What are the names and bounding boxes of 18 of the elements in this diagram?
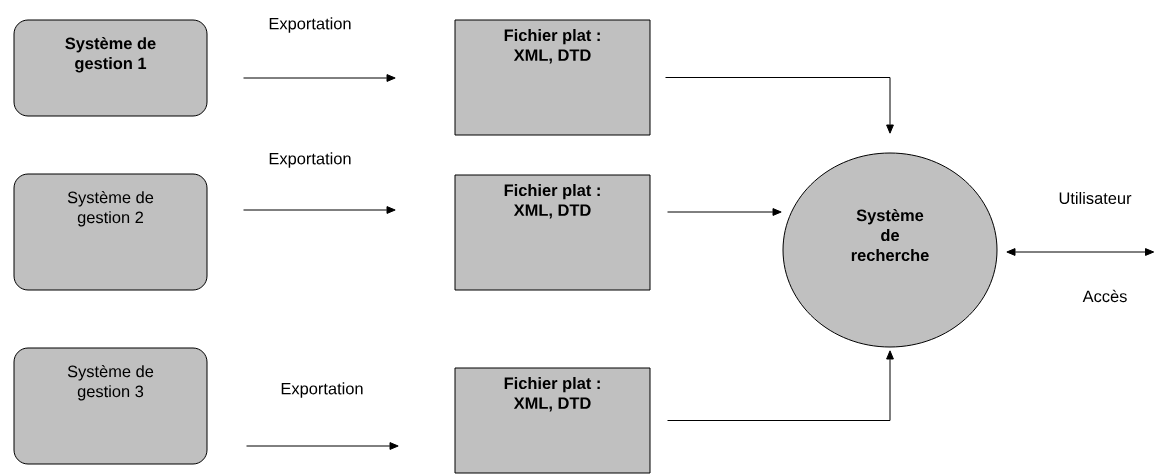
arrow: [1006, 248, 1155, 256]
edge-label: Exportation: [267, 16, 353, 34]
arrow: [246, 442, 399, 450]
system-box: Système de gestion 3: [13, 347, 208, 465]
arrow: [665, 77, 894, 134]
file-box: Fichier plat : XML, DTD: [454, 19, 651, 136]
arrow-label: Utilisateur: [1059, 191, 1132, 205]
arrow-label: Accès: [1082, 289, 1127, 303]
arrow: [667, 208, 782, 216]
system-box: Système de gestion 1: [13, 19, 208, 117]
file-box: Fichier plat : XML, DTD: [454, 367, 651, 474]
arrow: [243, 74, 396, 82]
file-box: Fichier plat : XML, DTD: [454, 174, 651, 291]
system-box: Système de gestion 2: [13, 173, 208, 291]
edge-label: Exportation: [267, 151, 353, 169]
arrow: [667, 350, 894, 421]
edge-label: Exportation: [279, 381, 365, 399]
arrow: [243, 206, 396, 214]
